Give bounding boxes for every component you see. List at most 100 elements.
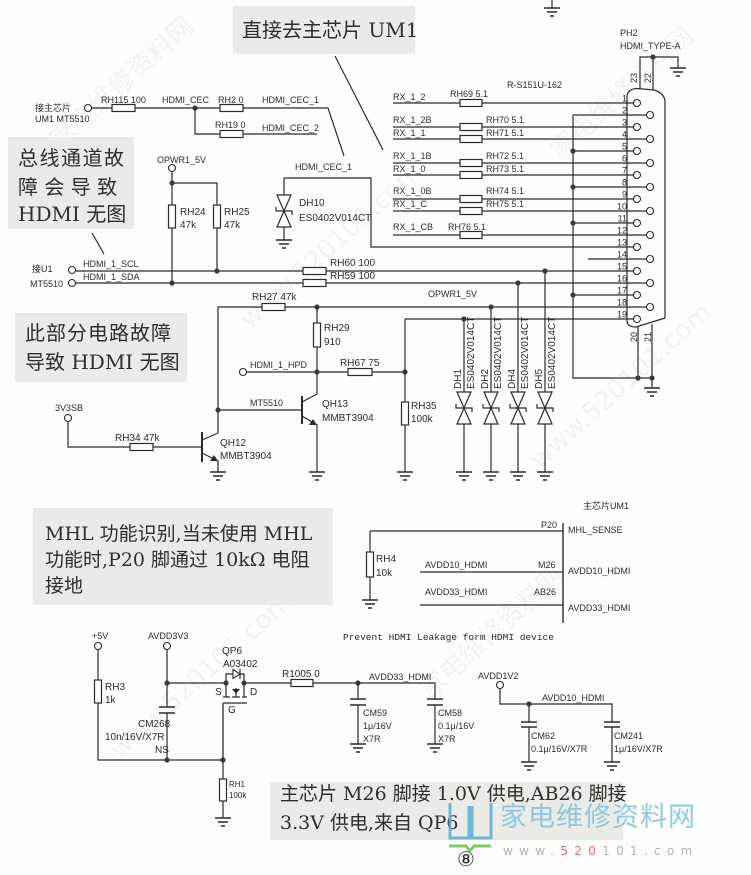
schematic-label: 47k — [180, 220, 197, 231]
tvs-diode-dh5: DH5 ES0402V014CT — [534, 268, 558, 481]
3v3sb-terminal — [63, 413, 73, 423]
schematic-label: RH34 47k — [115, 433, 160, 444]
avdd3v3-terminal — [162, 641, 172, 651]
schematic-label: 0.1μ/16V/X7R — [531, 744, 588, 754]
connector-pin-number: 19 — [617, 310, 627, 320]
connector-pin-number: 2 — [622, 106, 627, 116]
schematic-label: QP6 — [222, 646, 242, 657]
schematic-label: ES0402V014CT — [299, 213, 371, 224]
schematic-label: 接地 — [45, 575, 83, 597]
schematic-label: CM59 — [363, 708, 387, 718]
schematic-label: ES0402V014CT — [520, 317, 531, 389]
connector-pin-number: 10 — [617, 202, 627, 212]
schematic-label: RH2 0 — [218, 95, 244, 105]
connector-pin-17 — [632, 290, 642, 300]
schematic-label: RX_1_0 — [393, 164, 426, 174]
connector-pin-9 — [632, 194, 642, 204]
ground-icon — [349, 743, 367, 753]
connector-body — [626, 87, 666, 328]
schematic-label: 总线通道故 — [18, 146, 126, 170]
schematic-label: RH3 — [105, 682, 125, 693]
resistor-rh34 — [129, 442, 154, 452]
schematic-label: PH2 — [620, 28, 638, 38]
schematic-label: 10n/16V/X7R — [105, 732, 165, 743]
schematic-label: HDMI_CEC_1 — [262, 95, 319, 105]
connector-pin-number: 16 — [617, 274, 627, 284]
connector-pin-number: 3 — [622, 118, 627, 128]
schematic-label: AB26 — [534, 587, 556, 597]
schematic-label: MT5510 — [250, 398, 283, 408]
schematic-label: RX_1_C — [393, 199, 428, 209]
ground-icon — [643, 387, 661, 397]
ground-icon — [455, 471, 473, 481]
ground-icon — [509, 471, 527, 481]
pointer-line — [334, 55, 384, 151]
cec-circuit: 接主芯片 UM1 MT5510 RH115 100 HDMI_CEC RH2 0… — [35, 95, 634, 249]
schematic-label: HDMI_1_SDA — [83, 272, 140, 282]
schematic-label: 3V3SB — [55, 403, 83, 413]
capacitor-cm241 — [604, 721, 620, 728]
schematic-label: RH59 100 — [330, 271, 375, 282]
resistor-rh19 — [219, 129, 244, 139]
schematic-label: 功能时,P20 脚通过 10kΩ 电阻 — [45, 549, 310, 571]
schematic-label: RH27 47k — [252, 292, 297, 303]
schematic-label: HDMI_1_HPD — [250, 360, 308, 370]
tvs-diode-dh10 — [275, 194, 293, 228]
schematic-label: DH10 — [299, 198, 325, 209]
ddc-source-label: MT5510 — [30, 279, 63, 289]
note-bus-fault: 总线通道故 障 会 导 致 HDMI 无图 — [8, 137, 134, 255]
schematic-label: RH76 5.1 — [448, 222, 486, 232]
resistor-rh60 — [302, 266, 327, 276]
connector-pin-15 — [632, 266, 642, 276]
hpd-terminal — [238, 367, 248, 377]
schematic-label: RX_1_CB — [393, 222, 433, 232]
schematic-label: AVDD1V2 — [478, 671, 518, 681]
resistor-rh35 — [400, 401, 410, 426]
opwr-terminal — [167, 163, 177, 173]
schematic-label: DH2 — [480, 369, 491, 389]
schematic-label: QH12 — [220, 438, 247, 449]
schematic-label: AVDD33_HDMI — [369, 672, 431, 682]
schematic-label: RH115 100 — [101, 95, 146, 105]
connector-pin-number: 18 — [617, 298, 627, 308]
connector-pin-number: 6 — [622, 154, 627, 164]
rx-pair-pin12: RX_1_CB RH76 5.1 — [393, 222, 647, 240]
schematic-label: S — [215, 687, 222, 698]
schematic-label: D — [250, 687, 257, 698]
schematic-label: DH5 — [534, 369, 545, 389]
schematic-label: RH72 5.1 — [486, 151, 524, 161]
capacitor-cm59 — [350, 698, 366, 706]
rx-pair-pin9: RX_1_0B RH74 5.1 — [393, 186, 634, 204]
schematic-label: G — [228, 705, 236, 716]
schematic-label: RH75 5.1 — [486, 199, 524, 209]
schematic-label: OPWR1_5V — [428, 289, 477, 299]
resistor-rh4 — [365, 551, 375, 578]
schematic-label: NS — [155, 745, 169, 756]
schematic-label: DH1 — [453, 369, 464, 389]
scl-terminal — [67, 265, 77, 275]
connector-pin-number: 11 — [618, 214, 627, 224]
watermark-brand: 家电维修资料网 — [45, 11, 200, 155]
resistor-rh1 — [218, 778, 228, 802]
schematic-label: 100k — [229, 791, 247, 800]
connector-pin-12 — [645, 230, 655, 240]
connector-pin-19 — [632, 314, 642, 324]
schematic-label: 直接去主芯片 UM1 — [242, 18, 418, 42]
schematic-label: X7R — [438, 734, 456, 744]
schematic-label: 此部分电路故障 — [25, 321, 172, 345]
schematic-label: RH71 5.1 — [486, 128, 524, 138]
schematic-label: ES0402V014CT — [493, 317, 504, 389]
connector-pin-2 — [645, 110, 655, 120]
schematic-label: RH70 5.1 — [486, 115, 524, 125]
connector-pin-number: 4 — [622, 130, 627, 140]
schematic-label: RH19 0 — [215, 120, 246, 130]
schematic-label: +5V — [92, 631, 108, 641]
schematic-label: 10k — [376, 568, 393, 579]
schematic-label: RH4 — [376, 554, 396, 565]
hdmi-connector-ph2: PH2 HDMI_TYPE-A R-S151U-162 23 22 RX_1_2… — [393, 28, 687, 397]
connector-pin-16 — [645, 278, 655, 288]
rx-pair-pin1: RX_1_2 RH69 5.1 — [393, 89, 634, 108]
connector-pin-11 — [632, 218, 642, 228]
